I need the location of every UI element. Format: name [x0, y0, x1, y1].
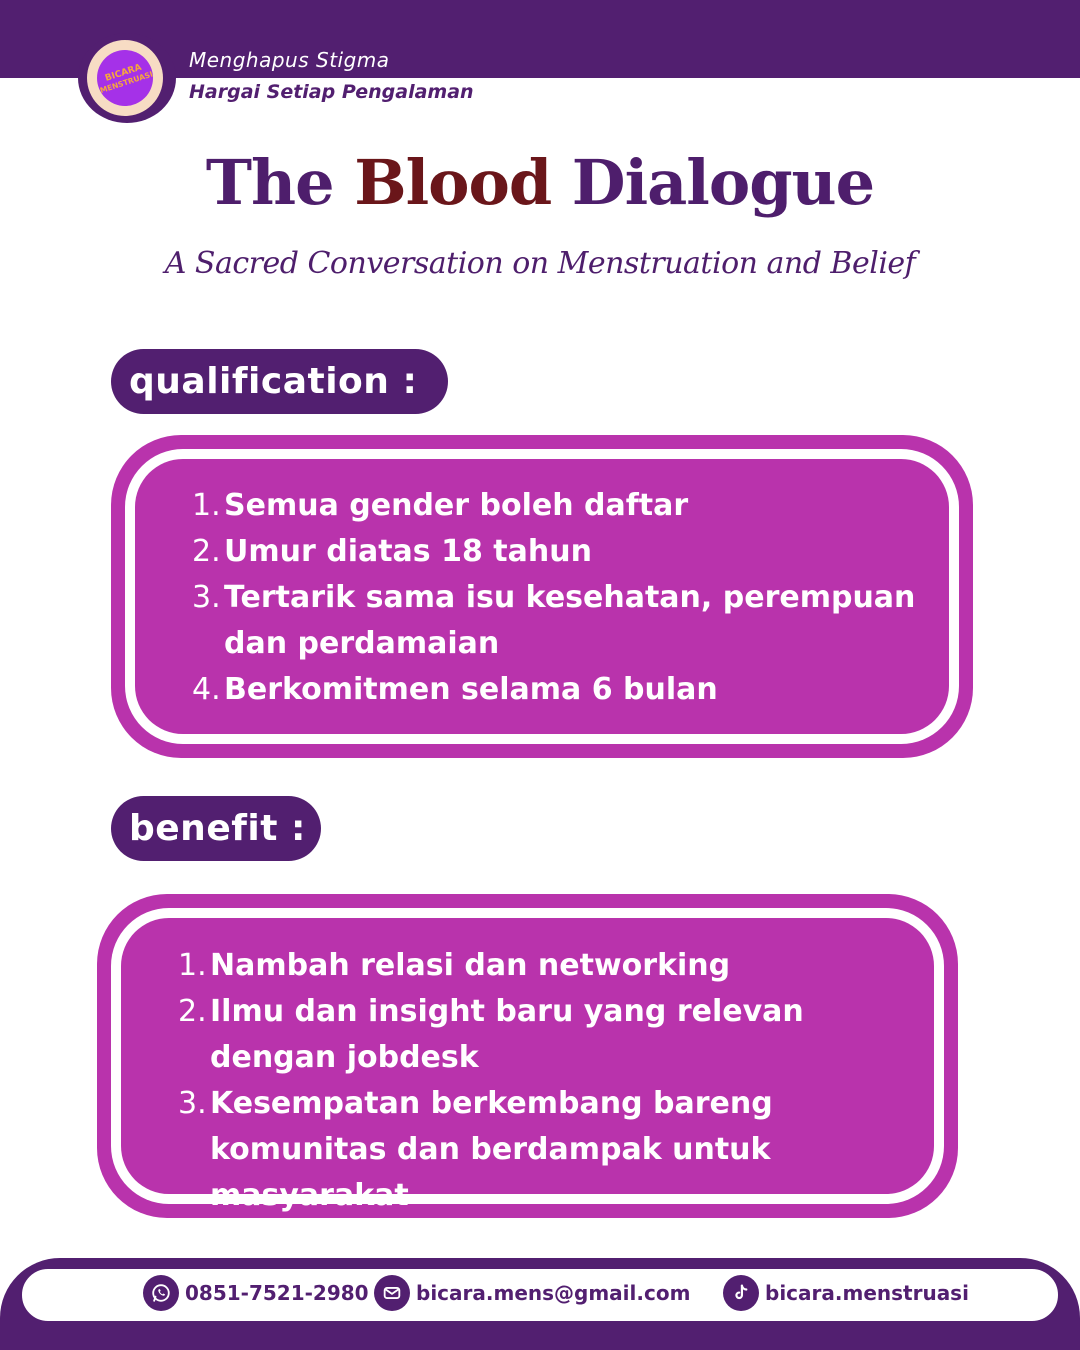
tiktok-icon [723, 1275, 759, 1311]
list-item: 1.Semua gender boleh daftar [192, 488, 689, 523]
contact-tiktok[interactable]: bicara.menstruasi [723, 1273, 969, 1313]
phone-number: 0851-7521-2980 [185, 1281, 369, 1305]
email-address: bicara.mens@gmail.com [416, 1281, 691, 1305]
top-band [0, 0, 1080, 78]
mail-icon [374, 1275, 410, 1311]
tagline-primary: Menghapus Stigma [189, 48, 390, 72]
logo-mark: BICARA MENSTRUASI [99, 63, 153, 95]
benefit-label: benefit : [111, 796, 321, 861]
tagline-secondary: Hargai Setiap Pengalaman [189, 81, 474, 103]
list-item: 1.Nambah relasi dan networking [178, 948, 731, 983]
qualification-list: 1.Semua gender boleh daftar 2.Umur diata… [192, 483, 932, 713]
list-item: 3.Kesempatan berkembang bareng komunitas… [178, 1086, 773, 1213]
title-word-dialogue: Dialogue [571, 146, 875, 219]
contact-email[interactable]: bicara.mens@gmail.com [374, 1273, 690, 1313]
benefit-card: 1.Nambah relasi dan networking 2.Ilmu da… [97, 894, 958, 1218]
qualification-card: 1.Semua gender boleh daftar 2.Umur diata… [111, 435, 973, 758]
title-word-blood: Blood [354, 146, 552, 219]
list-item: 2.Ilmu dan insight baru yang relevan den… [178, 994, 804, 1075]
page-title: The Blood Dialogue [0, 146, 1080, 219]
page-subtitle: A Sacred Conversation on Menstruation an… [164, 246, 916, 281]
bicara-menstruasi-logo: BICARA MENSTRUASI [78, 33, 176, 123]
contact-phone[interactable]: 0851-7521-2980 [143, 1273, 369, 1313]
contact-bar [20, 1267, 1060, 1323]
whatsapp-icon [143, 1275, 179, 1311]
list-item: 3.Tertarik sama isu kesehatan, perempuan… [192, 580, 916, 661]
list-item: 2.Umur diatas 18 tahun [192, 534, 592, 569]
list-item: 4.Berkomitmen selama 6 bulan [192, 672, 718, 707]
qualification-label: qualification : [111, 349, 448, 414]
title-word-the: The [205, 146, 335, 219]
benefit-list: 1.Nambah relasi dan networking 2.Ilmu da… [178, 943, 938, 1219]
tiktok-handle: bicara.menstruasi [765, 1281, 969, 1305]
